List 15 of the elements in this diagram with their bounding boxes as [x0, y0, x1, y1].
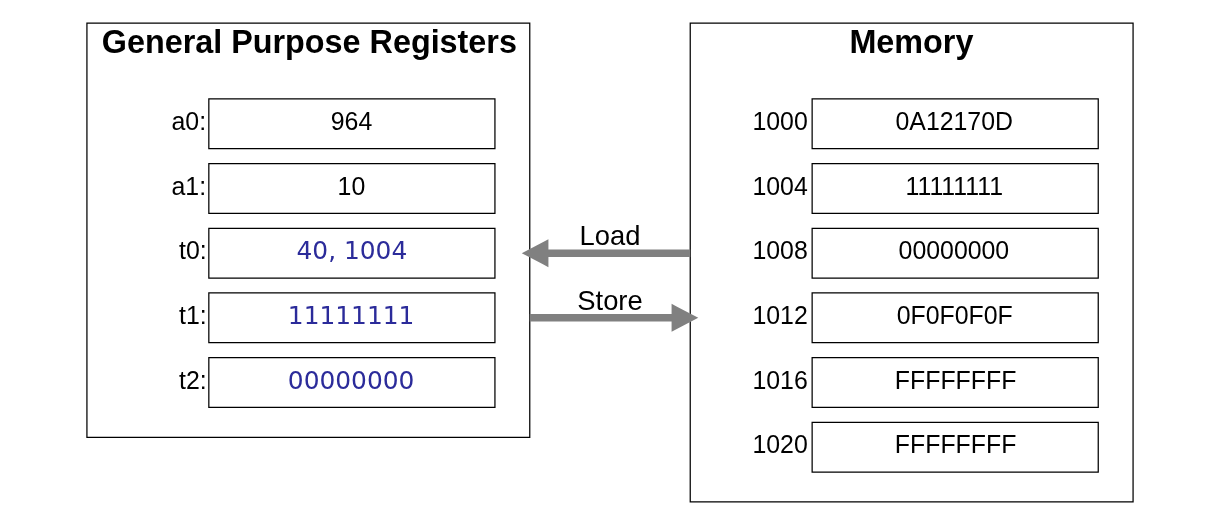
arrow	[529, 303, 699, 332]
edge-label: Load	[579, 220, 641, 252]
node-label: 1004	[752, 171, 808, 200]
edge-label: Store	[577, 284, 643, 316]
node-label: 1012	[752, 301, 808, 330]
node-label: t2:	[178, 365, 207, 394]
node-label: 1000	[752, 107, 808, 136]
node-label: a1:	[171, 171, 207, 200]
node-label: a0:	[171, 107, 207, 136]
node-label: 1008	[752, 236, 808, 265]
node-label: 1016	[752, 365, 808, 394]
node-label: t0:	[178, 236, 207, 265]
arrow	[521, 239, 691, 268]
node-label: 1020	[752, 430, 808, 459]
node-label: t1:	[178, 301, 207, 330]
